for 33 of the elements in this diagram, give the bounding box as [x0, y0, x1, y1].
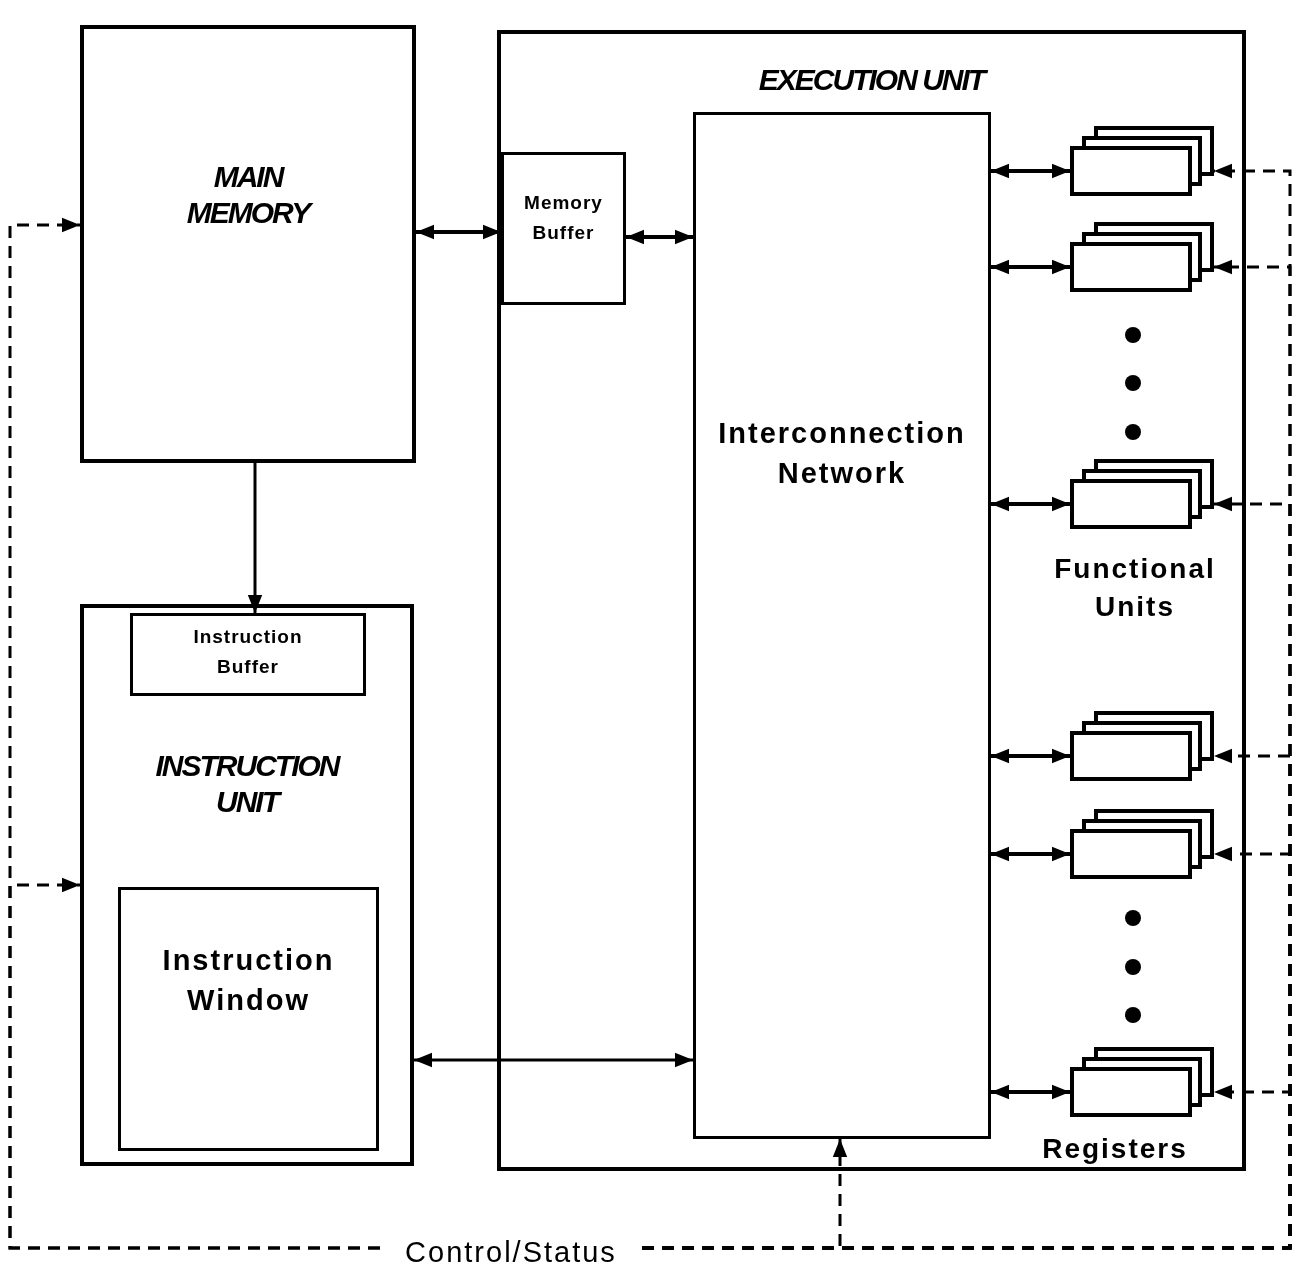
- arrow: [626, 229, 693, 245]
- arrow: [991, 259, 1070, 275]
- memory-block: [80, 25, 416, 463]
- functional-unit-stack: [1070, 220, 1214, 294]
- arrow: [414, 1052, 693, 1068]
- group-label: Registers: [1041, 1132, 1189, 1166]
- arrow: [991, 846, 1070, 862]
- control-line: [8, 877, 380, 1250]
- buffer-box: [501, 152, 626, 305]
- block-label: EXECUTION UNIT: [757, 62, 988, 98]
- arrow: [991, 1084, 1070, 1100]
- block-label: Interconnection Network: [717, 416, 967, 491]
- group-label: Functional Units: [1053, 552, 1217, 624]
- functional-unit-stack: [1070, 124, 1214, 198]
- functional-unit-stack: [1070, 457, 1214, 531]
- arrow: [247, 463, 263, 613]
- bus-label: Control/Status: [404, 1235, 618, 1270]
- execution-unit-panel: [497, 30, 1246, 1171]
- arrow: [991, 748, 1070, 764]
- network-block: [693, 112, 991, 1139]
- block-label: Instruction Window: [161, 943, 336, 1018]
- block-label: INSTRUCTION UNIT: [154, 748, 341, 820]
- arrow: [991, 496, 1070, 512]
- register-stack: [1070, 807, 1214, 881]
- register-stack: [1070, 709, 1214, 783]
- buffer-box: [130, 613, 366, 696]
- block-label: MAIN MEMORY: [84, 159, 412, 231]
- arrow: [991, 163, 1070, 179]
- window-box: [118, 887, 379, 1151]
- block-label: Memory Buffer: [523, 191, 604, 245]
- instruction-unit-panel: [80, 604, 414, 1166]
- register-stack: [1070, 1045, 1214, 1119]
- block-label: Instruction Buffer: [192, 625, 304, 679]
